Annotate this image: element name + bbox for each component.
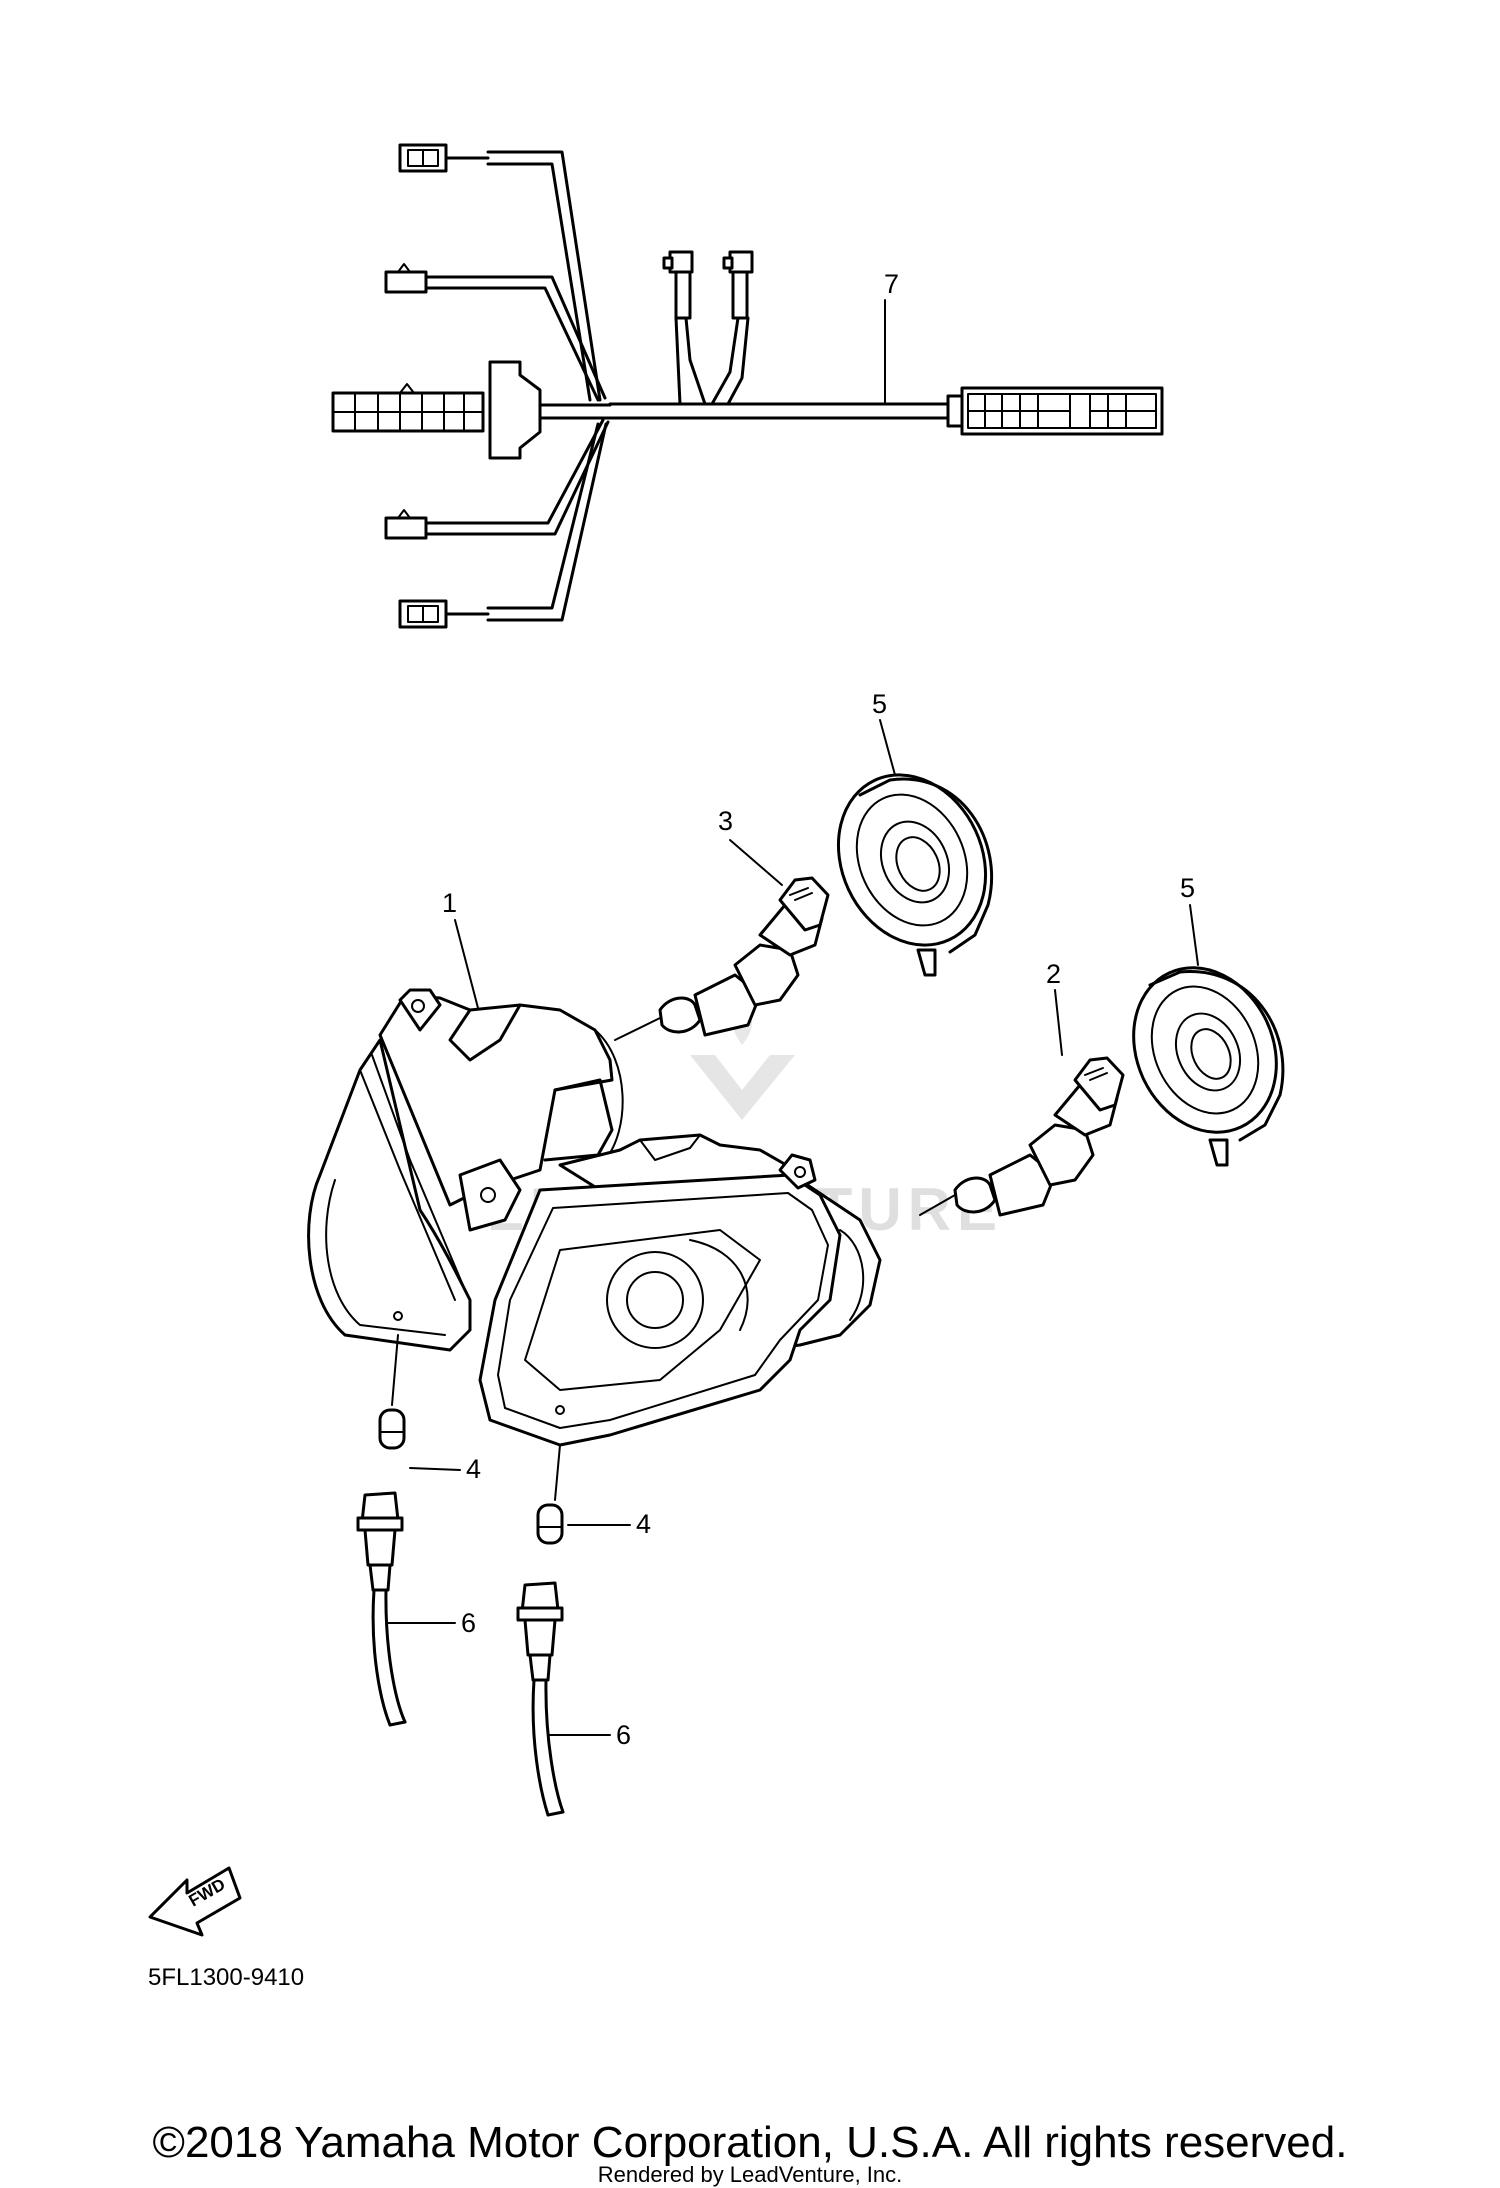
position-bulb-4b xyxy=(536,1444,631,1545)
headlight-assembly xyxy=(307,919,882,1447)
callout-7: 7 xyxy=(884,269,899,299)
callout-4a: 4 xyxy=(466,1454,481,1484)
callout-6b: 6 xyxy=(616,1720,631,1750)
position-bulb-4a xyxy=(378,1334,461,1471)
fwd-arrow-icon: FWD xyxy=(148,1866,242,1937)
socket-cord-6b xyxy=(516,1581,611,1817)
harness-connector-top-a xyxy=(662,250,694,320)
callout-1: 1 xyxy=(442,888,457,918)
harness-connector-4 xyxy=(384,516,428,540)
rendered-by-notice: Rendered by LeadVenture, Inc. xyxy=(597,2162,903,2187)
socket-cord-6a xyxy=(356,1491,456,1727)
callout-5a: 5 xyxy=(872,689,887,719)
callout-4b: 4 xyxy=(636,1509,651,1539)
harness-junction-housing xyxy=(488,360,542,460)
headlight-cover-5a xyxy=(836,719,994,977)
harness-connector-2 xyxy=(384,270,428,294)
bulb-3 xyxy=(614,839,830,1041)
headlight-cover-5b xyxy=(1132,904,1285,1167)
copyright-notice: ©2018 Yamaha Motor Corporation, U.S.A. A… xyxy=(152,2118,1348,2167)
wire-harness xyxy=(331,143,1164,629)
diagram-part-code: 5FL1300-9410 xyxy=(148,1964,304,1991)
callout-5b: 5 xyxy=(1180,873,1195,903)
harness-connector-top-b xyxy=(722,250,754,320)
bulb-2 xyxy=(919,989,1125,1217)
callout-2: 2 xyxy=(1046,959,1061,989)
callout-3: 3 xyxy=(718,806,733,836)
callout-6a: 6 xyxy=(461,1608,476,1638)
